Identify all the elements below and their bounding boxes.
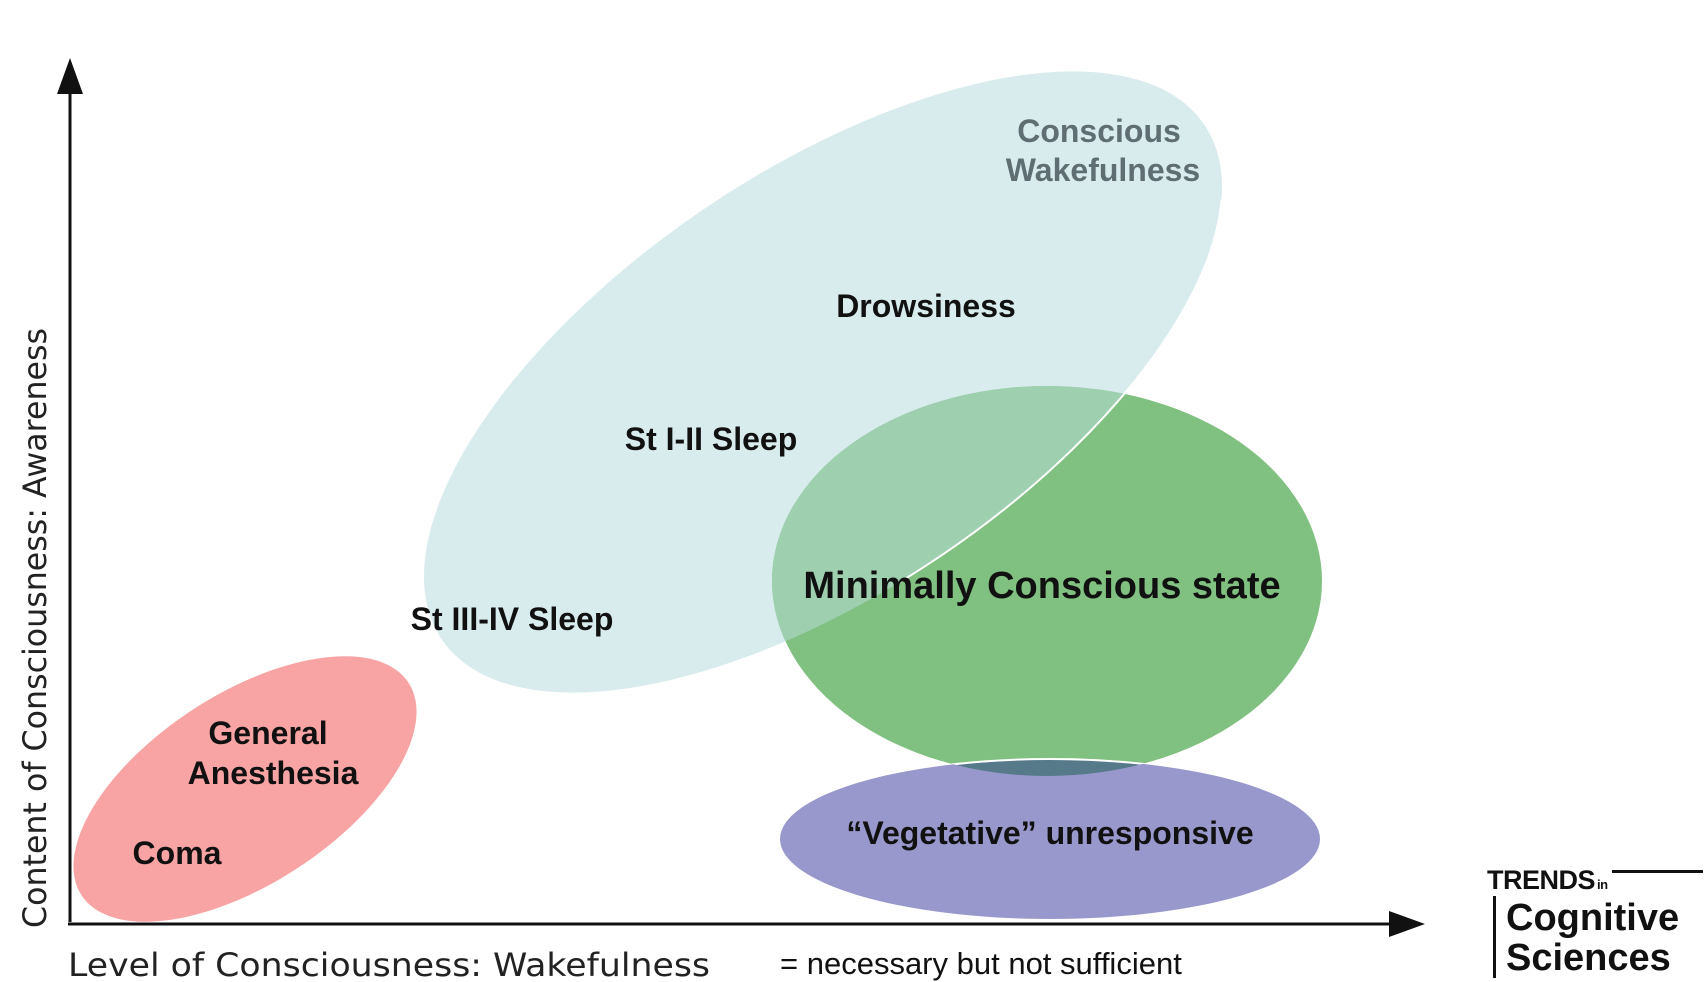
label-coma: Coma (133, 835, 222, 871)
coma-ellipse (73, 656, 417, 922)
y-axis-arrow (57, 58, 83, 94)
label-anesthesia: Anesthesia (188, 755, 359, 791)
label-conscious-line1: Conscious (1017, 113, 1181, 149)
logo-cognitive: Cognitive (1506, 897, 1680, 939)
x-axis-label: Level of Consciousness: Wakefulness (68, 946, 710, 982)
label-vegetative: “Vegetative” unresponsive (846, 815, 1253, 851)
logo-in: in (1597, 877, 1608, 892)
wakefulness-ellipse (423, 71, 1223, 693)
label-conscious-line2: Wakefulness (1006, 152, 1200, 188)
legend-text: = necessary but not sufficient (780, 946, 1182, 981)
label-general: General (208, 715, 327, 751)
label-st-1-2-sleep: St I-II Sleep (625, 421, 797, 457)
label-st-3-4-sleep: St III-IV Sleep (411, 601, 614, 637)
y-axis-label: Content of Consciousness: Awareness (16, 328, 54, 928)
x-axis-arrow (1389, 911, 1425, 937)
logo-sciences: Sciences (1506, 937, 1671, 979)
label-minimally-conscious: Minimally Conscious state (803, 565, 1280, 607)
label-drowsiness: Drowsiness (836, 288, 1016, 324)
vegetative-ellipse (780, 759, 1320, 919)
veg-mcs-overlap (779, 758, 1321, 776)
